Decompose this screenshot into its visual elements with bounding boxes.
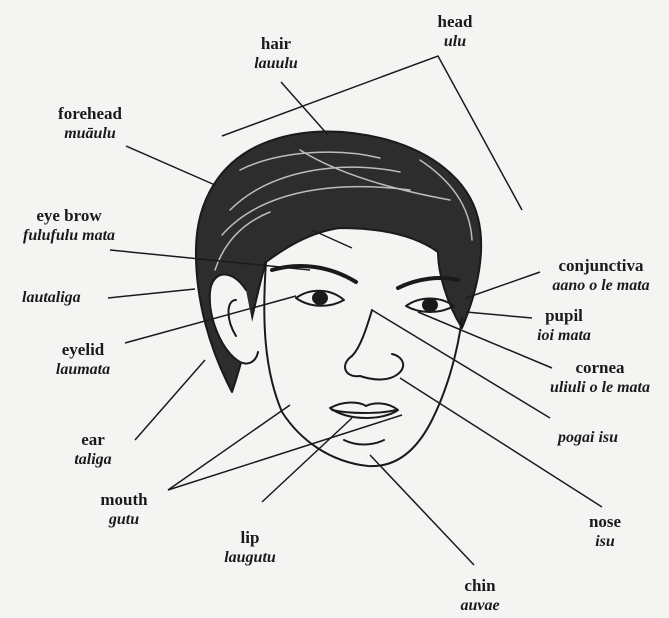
label-eyelid-sm: laumata — [38, 360, 128, 380]
label-pupil-en: pupil — [524, 306, 604, 326]
label-chin-en: chin — [440, 576, 520, 596]
label-forehead-en: forehead — [30, 104, 150, 124]
nose-shape — [345, 310, 403, 380]
leader-hair — [281, 82, 328, 135]
label-ear-sm: taliga — [58, 450, 128, 470]
label-lautaliga-sm: lautaliga — [22, 288, 81, 308]
label-pogai-isu: pogai isu — [558, 428, 618, 448]
label-eyebrow-sm: fulufulu mata — [0, 226, 138, 246]
label-lip: lip laugutu — [208, 528, 292, 568]
label-lip-sm: laugutu — [208, 548, 292, 568]
leader-forehead-2 — [312, 230, 352, 248]
label-chin-sm: auvae — [440, 596, 520, 616]
label-hair: hair lauulu — [236, 34, 316, 74]
mouth-shape — [330, 403, 398, 419]
label-pogai-sm: pogai isu — [558, 428, 618, 448]
label-head: head ulu — [420, 12, 490, 52]
label-conjunctiva: conjunctiva aano o le mata — [536, 256, 666, 296]
label-ear-en: ear — [58, 430, 128, 450]
label-chin: chin auvae — [440, 576, 520, 616]
leader-forehead — [126, 146, 215, 185]
label-pupil-sm: ioi mata — [524, 326, 604, 346]
label-cornea-en: cornea — [534, 358, 666, 378]
leader-ear — [135, 360, 205, 440]
label-head-sm: ulu — [420, 32, 490, 52]
leader-mouth-1 — [168, 405, 290, 490]
label-nose: nose isu — [570, 512, 640, 552]
leader-pupil — [466, 312, 532, 318]
label-conjunctiva-sm: aano o le mata — [536, 276, 666, 296]
label-head-en: head — [420, 12, 490, 32]
leader-chin — [370, 455, 474, 565]
label-lip-en: lip — [208, 528, 292, 548]
label-eyelid: eyelid laumata — [38, 340, 128, 380]
leader-mouth-2 — [168, 415, 402, 490]
left-eyebrow — [272, 266, 356, 282]
label-hair-en: hair — [236, 34, 316, 54]
label-pupil: pupil ioi mata — [524, 306, 604, 346]
label-mouth-sm: gutu — [84, 510, 164, 530]
label-eyebrow: eye brow fulufulu mata — [0, 206, 138, 246]
label-ear: ear taliga — [58, 430, 128, 470]
label-eyebrow-en: eye brow — [0, 206, 138, 226]
label-mouth-en: mouth — [84, 490, 164, 510]
label-conjunctiva-en: conjunctiva — [536, 256, 666, 276]
label-lautaliga: lautaliga — [22, 288, 81, 308]
label-eyelid-en: eyelid — [38, 340, 128, 360]
label-nose-en: nose — [570, 512, 640, 532]
label-cornea: cornea uliuli o le mata — [534, 358, 666, 398]
label-forehead: forehead muāulu — [30, 104, 150, 144]
label-forehead-sm: muāulu — [30, 124, 150, 144]
label-nose-sm: isu — [570, 532, 640, 552]
leader-lautaliga — [108, 289, 195, 298]
leader-lip — [262, 418, 352, 502]
label-hair-sm: lauulu — [236, 54, 316, 74]
face-outline — [264, 262, 462, 466]
label-mouth: mouth gutu — [84, 490, 164, 530]
label-cornea-sm: uliuli o le mata — [534, 378, 666, 398]
